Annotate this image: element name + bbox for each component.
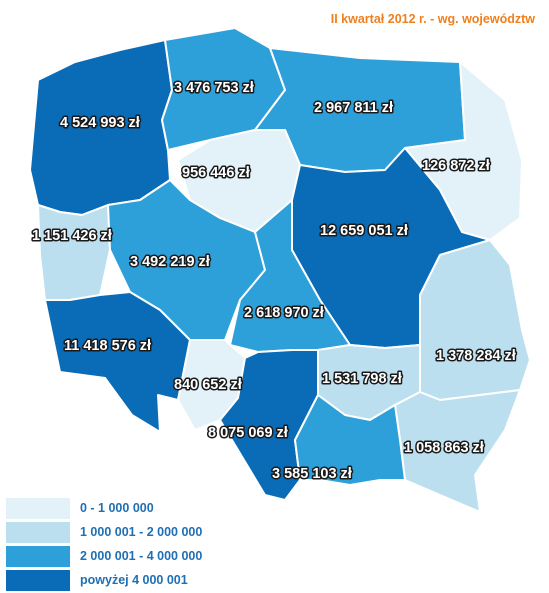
region-value-label: 2 967 811 zł: [314, 100, 393, 116]
region-value-label: 3 476 753 zł: [174, 80, 254, 96]
legend-swatch: [6, 521, 70, 543]
region-value-label: 1 531 798 zł: [322, 371, 402, 387]
region-value-label: 3 492 219 zł: [130, 254, 210, 270]
region-lubuskie: [37, 204, 111, 301]
map-title: II kwartał 2012 r. - wg. województw: [330, 12, 535, 26]
region-value-label: 8 075 069 zł: [208, 425, 288, 441]
region-value-label: 956 446 zł: [182, 165, 250, 181]
legend-item: 1 000 001 - 2 000 000: [6, 520, 202, 544]
region-value-label: 11 418 576 zł: [64, 338, 151, 354]
region-value-label: 1 378 284 zł: [436, 348, 516, 364]
region-value-label: 12 659 051 zł: [320, 223, 408, 239]
region-value-label: 1 058 863 zł: [404, 440, 484, 456]
region-value-label: 3 585 103 zł: [272, 466, 352, 482]
region-value-label: 2 618 970 zł: [244, 305, 324, 321]
legend-swatch: [6, 497, 70, 519]
region-value-label: 4 524 993 zł: [60, 115, 140, 131]
region-value-label: 126 872 zł: [422, 158, 490, 174]
legend-item: 0 - 1 000 000: [6, 496, 202, 520]
region-malopolskie: [294, 394, 406, 486]
legend-label: powyżej 4 000 001: [80, 573, 188, 587]
legend-item: 2 000 001 - 4 000 000: [6, 544, 202, 568]
legend-label: 0 - 1 000 000: [80, 501, 154, 515]
legend: 0 - 1 000 000 1 000 001 - 2 000 000 2 00…: [6, 496, 202, 592]
legend-swatch: [6, 545, 70, 567]
region-value-label: 1 151 426 zł: [32, 228, 112, 244]
region-value-label: 840 652 zł: [174, 377, 242, 393]
region-lubelskie: [419, 239, 531, 401]
legend-label: 1 000 001 - 2 000 000: [80, 525, 203, 539]
legend-label: 2 000 001 - 4 000 000: [80, 549, 203, 563]
legend-swatch: [6, 569, 70, 591]
legend-item: powyżej 4 000 001: [6, 568, 202, 592]
